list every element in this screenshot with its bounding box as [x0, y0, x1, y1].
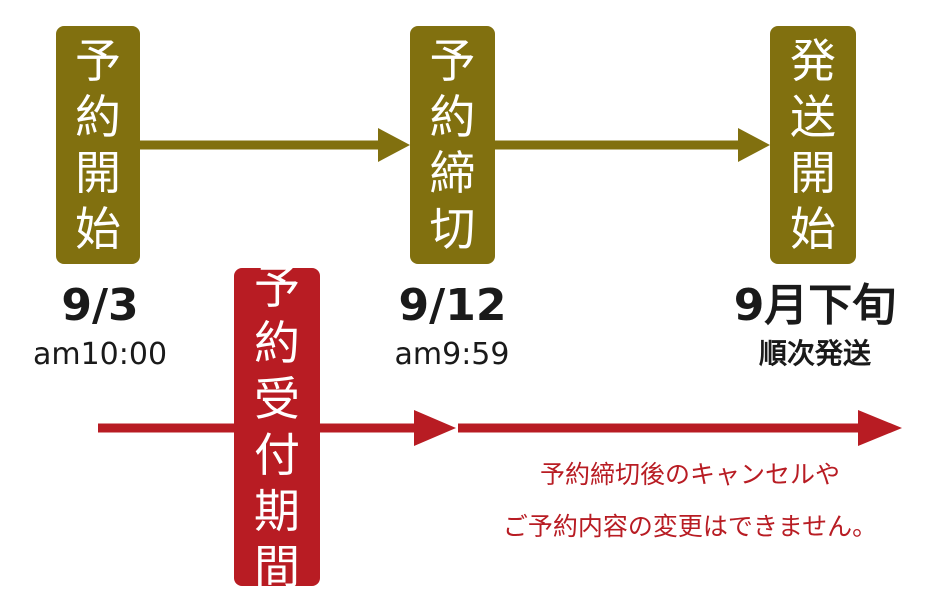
vertical-char: 約 — [429, 90, 476, 144]
vertical-char: 始 — [75, 202, 121, 256]
red-arrowhead-1 — [414, 410, 456, 446]
gold-arrowhead-1 — [378, 128, 410, 162]
vertical-char: 約 — [75, 90, 121, 144]
start-time: am10:00 — [32, 337, 168, 372]
milestone-box-shipping-start: 発 送 開 始 — [770, 26, 856, 264]
reservation-period-box: 予 約 受 付 期 間 — [234, 260, 320, 594]
close-date: 9/12 — [398, 280, 507, 331]
milestone-box-reservation-start: 予 約 開 始 — [56, 26, 140, 264]
start-date: 9/3 — [61, 280, 139, 331]
gold-arrowhead-2 — [738, 128, 770, 162]
vertical-char: 予 — [429, 34, 476, 88]
vertical-char: 締 — [429, 146, 476, 200]
vertical-char: 開 — [790, 146, 836, 200]
cancellation-notice-line-1: 予約締切後のキャンセルや — [539, 460, 840, 489]
vertical-char: 間 — [254, 540, 300, 594]
ship-date: 9月下旬 — [733, 280, 897, 331]
close-time: am9:59 — [394, 337, 510, 372]
red-arrowhead-2 — [858, 410, 902, 446]
vertical-char: 発 — [790, 34, 836, 88]
vertical-char: 開 — [75, 146, 121, 200]
cancellation-notice-line-2: ご予約内容の変更はできません。 — [502, 512, 878, 541]
vertical-char: 期 — [254, 484, 300, 538]
vertical-char: 送 — [790, 90, 836, 144]
vertical-char: 切 — [429, 202, 476, 256]
vertical-char: 受 — [254, 372, 300, 426]
milestone-box-reservation-close: 予 約 締 切 — [410, 26, 495, 264]
vertical-char: 始 — [790, 202, 836, 256]
vertical-char: 予 — [254, 260, 300, 314]
ship-note: 順次発送 — [758, 337, 871, 370]
vertical-char: 予 — [75, 34, 121, 88]
vertical-char: 付 — [254, 428, 300, 482]
vertical-char: 約 — [254, 316, 300, 370]
